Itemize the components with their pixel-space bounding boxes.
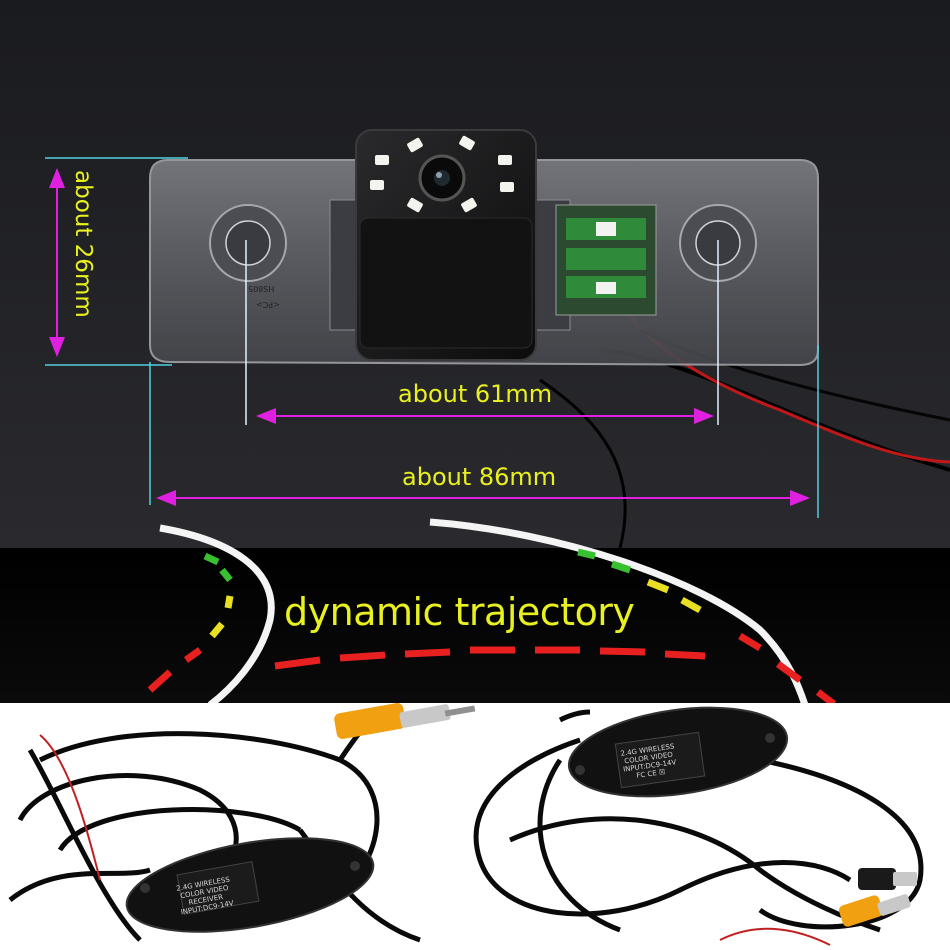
width-dimension-label: about 86mm bbox=[402, 463, 557, 491]
rca-plug-yellow bbox=[334, 703, 476, 739]
rca-plug-yellow-right bbox=[838, 894, 911, 927]
guide-lines bbox=[45, 157, 819, 518]
housing-marking-material: <PC> bbox=[256, 300, 280, 309]
led-ring bbox=[370, 135, 514, 213]
height-dimension-label: about 26mm bbox=[70, 170, 96, 318]
background-cable bbox=[539, 378, 627, 549]
housing-marking-model: HS805 bbox=[248, 284, 275, 293]
trajectory-guides bbox=[147, 548, 837, 707]
hole-spacing-label: about 61mm bbox=[398, 380, 553, 408]
feature-label: dynamic trajectory bbox=[284, 590, 635, 634]
curb-line-left bbox=[159, 524, 275, 708]
dc-plug bbox=[858, 868, 917, 890]
transmitter-cables bbox=[473, 709, 924, 933]
